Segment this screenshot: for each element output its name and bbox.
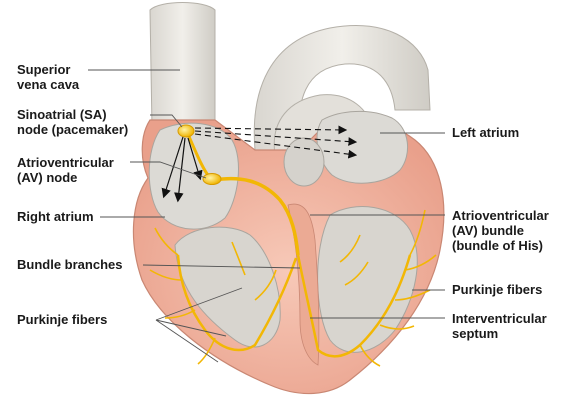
valve [284, 138, 324, 186]
label-av-bundle: Atrioventricular (AV) bundle (bundle of … [452, 208, 549, 253]
label-superior-vena-cava-line1: Superior [17, 62, 79, 77]
label-septum-line2: septum [452, 326, 547, 341]
label-sa-node-line1: Sinoatrial (SA) [17, 107, 128, 122]
right-atrium-chamber [149, 123, 238, 229]
left-atrium-chamber [317, 111, 408, 183]
label-av-bundle-line1: Atrioventricular [452, 208, 549, 223]
label-purkinje-fibers-left: Purkinje fibers [17, 312, 107, 327]
sa-node [178, 125, 194, 137]
label-superior-vena-cava-line2: vena cava [17, 77, 79, 92]
label-interventricular-septum: Interventricular septum [452, 311, 547, 341]
label-sa-node: Sinoatrial (SA) node (pacemaker) [17, 107, 128, 137]
label-av-node-line2: (AV) node [17, 170, 114, 185]
label-av-bundle-line3: (bundle of His) [452, 238, 549, 253]
label-left-atrium: Left atrium [452, 125, 519, 140]
label-superior-vena-cava: Superior vena cava [17, 62, 79, 92]
label-bundle-branches: Bundle branches [17, 257, 122, 272]
av-node [203, 174, 221, 185]
label-av-bundle-line2: (AV) bundle [452, 223, 549, 238]
label-purkinje-fibers-right: Purkinje fibers [452, 282, 542, 297]
label-septum-line1: Interventricular [452, 311, 547, 326]
label-right-atrium: Right atrium [17, 209, 94, 224]
superior-vena-cava [150, 3, 215, 129]
label-sa-node-line2: node (pacemaker) [17, 122, 128, 137]
label-av-node: Atrioventricular (AV) node [17, 155, 114, 185]
label-av-node-line1: Atrioventricular [17, 155, 114, 170]
